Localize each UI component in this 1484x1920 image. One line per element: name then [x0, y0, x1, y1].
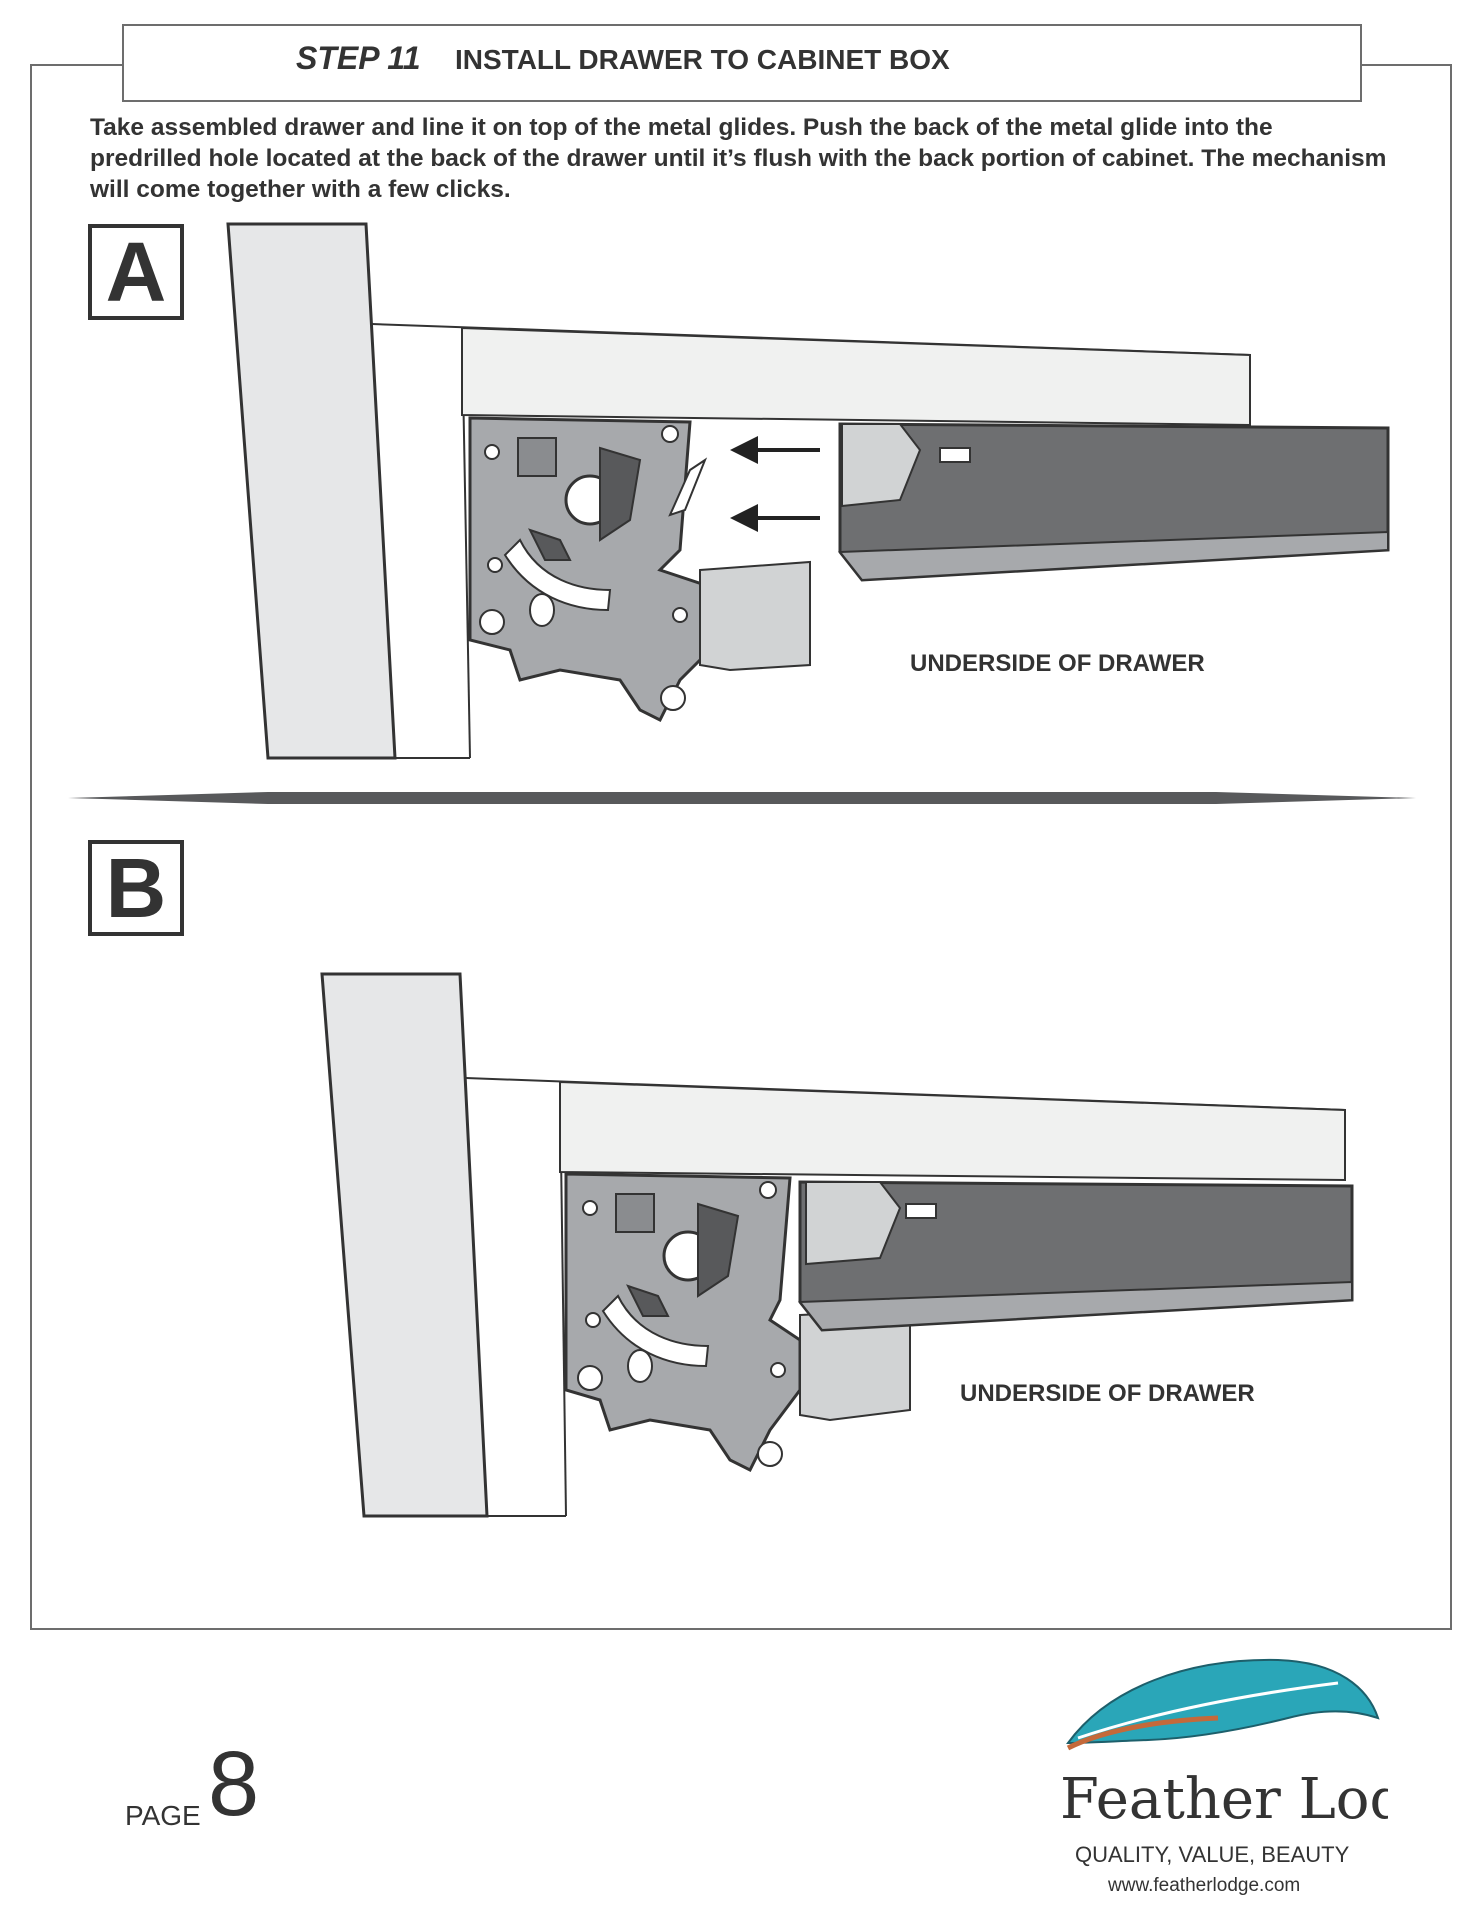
page-number: 8	[208, 1733, 260, 1835]
metal-glide-rail	[797, 1180, 1354, 1332]
metal-glide-rail	[837, 422, 1390, 582]
page-label: PAGE	[125, 1800, 201, 1831]
website-url: www.featherlodge.com	[1108, 1875, 1301, 1896]
step-header-box	[122, 24, 1362, 102]
callout-underside-drawer-a: UNDERSIDE OF DRAWER	[910, 650, 1205, 677]
feather-lodge-logo: Feather Lodge	[1060, 1658, 1388, 1832]
drawer-bottom	[461, 326, 1251, 427]
drawer-bottom	[559, 1080, 1346, 1182]
cabinet-side-panel	[320, 972, 489, 1518]
panel-label-a: A	[88, 224, 184, 320]
glide-mechanism	[564, 1172, 911, 1473]
panel-label-b: B	[88, 840, 184, 936]
push-arrows	[730, 436, 820, 532]
diagram-a	[226, 222, 1390, 760]
brand-wordmark: Feather Lodge	[1060, 1767, 1388, 1832]
instructions-text: Take assembled drawer and line it on top…	[90, 114, 1387, 203]
cabinet-side-panel	[226, 222, 397, 760]
panel-divider	[68, 792, 1416, 804]
callout-underside-drawer-b: UNDERSIDE OF DRAWER	[960, 1380, 1255, 1407]
diagram-b	[320, 972, 1354, 1518]
step-number: STEP 11	[296, 40, 421, 76]
tagline: QUALITY, VALUE, BEAUTY	[1075, 1842, 1350, 1867]
glide-mechanism	[468, 416, 811, 723]
step-title: INSTALL DRAWER TO CABINET BOX	[455, 44, 950, 75]
